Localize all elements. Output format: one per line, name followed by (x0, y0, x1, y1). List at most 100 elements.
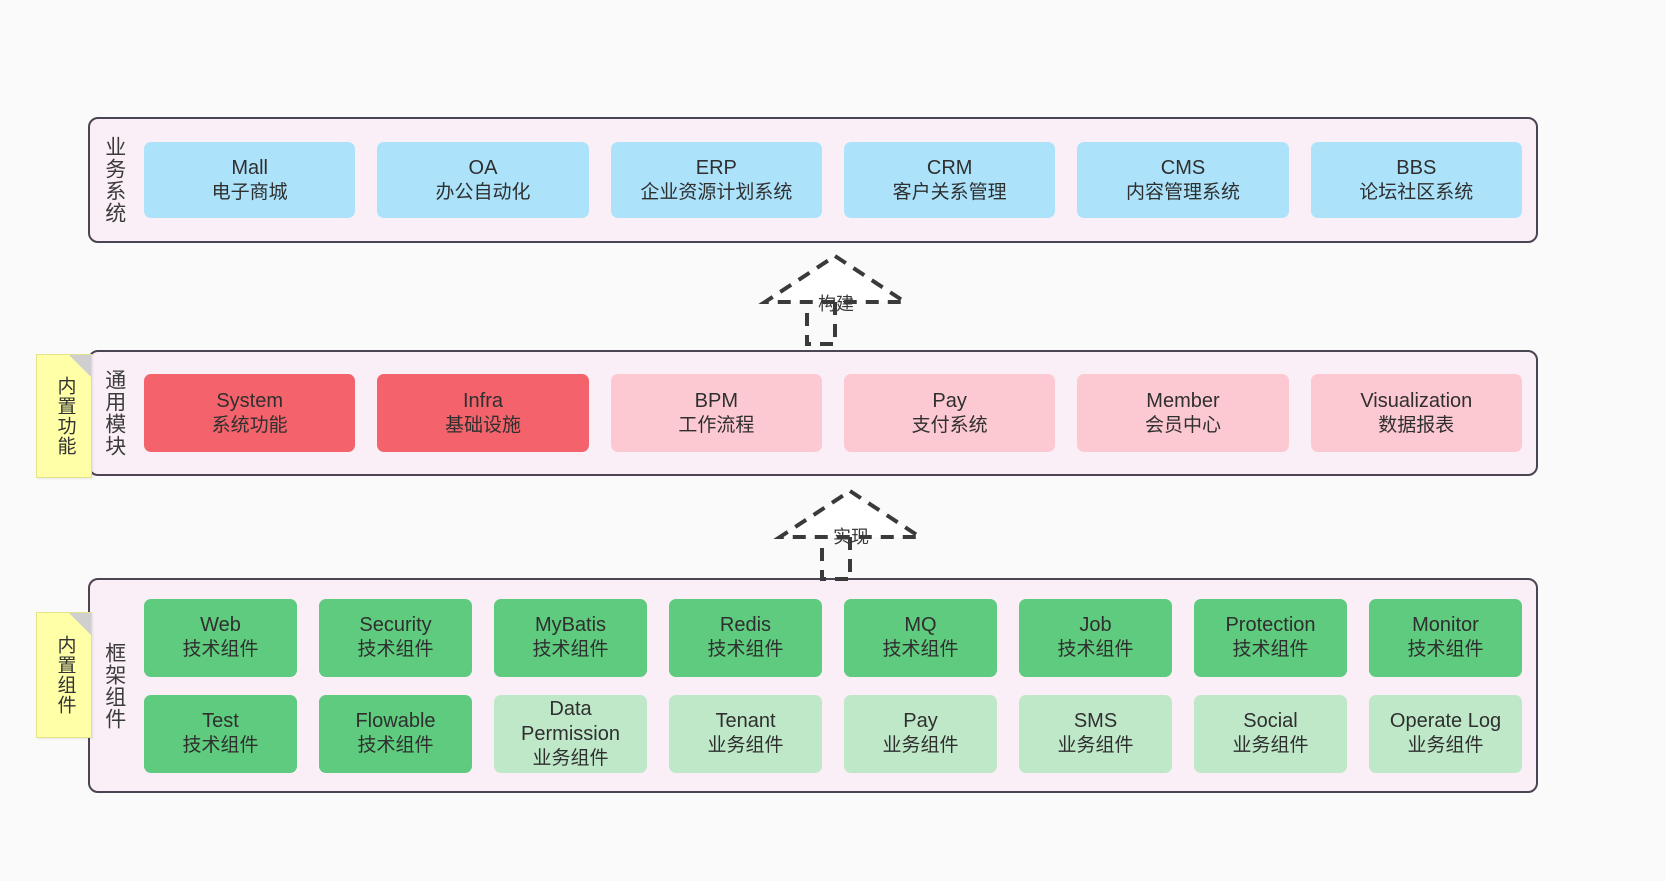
node-cn-label: 支付系统 (911, 414, 988, 436)
node-system[interactable]: System 系统功能 (144, 374, 356, 452)
node-protection[interactable]: Protection 技术组件 (1194, 598, 1347, 677)
node-en-label: Protection (1225, 614, 1316, 637)
node-job[interactable]: Job 技术组件 (1019, 598, 1172, 677)
node-en-label: Pay (932, 389, 967, 412)
node-en-label: Tenant (715, 710, 776, 733)
node-cn-label: 内容管理系统 (1125, 181, 1240, 203)
node-erp[interactable]: ERP 企业资源计划系统 (610, 142, 822, 218)
node-social[interactable]: Social 业务组件 (1194, 694, 1347, 773)
node-sms[interactable]: SMS 业务组件 (1019, 694, 1172, 773)
node-bpm[interactable]: BPM 工作流程 (610, 374, 822, 452)
node-cn-label: 工作流程 (678, 414, 755, 436)
node-en-label: System (216, 389, 283, 412)
sticky-note-text: 内置功能 (54, 376, 76, 456)
node-cn-label: 技术组件 (357, 735, 434, 757)
node-cn-label: 业务组件 (1232, 735, 1309, 757)
node-pay-business[interactable]: Pay 业务组件 (844, 694, 997, 773)
node-mybatis[interactable]: MyBatis 技术组件 (494, 598, 647, 677)
node-en-label: Redis (719, 614, 772, 637)
node-data-permission[interactable]: Data Permission 业务组件 (494, 694, 647, 773)
node-visualization[interactable]: Visualization 数据报表 (1310, 374, 1522, 452)
node-en-label: Data Permission (521, 697, 620, 745)
node-cn-label: 技术组件 (532, 639, 609, 661)
node-en-label: BPM (694, 389, 738, 412)
node-mq[interactable]: MQ 技术组件 (844, 598, 997, 677)
node-row: Test 技术组件 Flowable 技术组件 Data Permission … (144, 694, 1522, 773)
node-cn-label: 业务组件 (882, 735, 959, 757)
node-en-label: Operate Log (1389, 710, 1502, 733)
node-monitor[interactable]: Monitor 技术组件 (1369, 598, 1522, 677)
page-fold-icon (69, 355, 91, 377)
node-en-label: Flowable (355, 710, 436, 733)
node-row: Mall 电子商城 OA 办公自动化 ERP 企业资源计划系统 CRM 客户关系… (144, 142, 1522, 218)
node-operate-log[interactable]: Operate Log 业务组件 (1369, 694, 1522, 773)
node-cn-label: 技术组件 (357, 639, 434, 661)
node-cn-label: 企业资源计划系统 (640, 181, 793, 203)
node-infra[interactable]: Infra 基础设施 (377, 374, 589, 452)
connector-implement-label: 实现 (833, 527, 869, 547)
node-en-label: SMS (1073, 710, 1118, 733)
node-cn-label: 业务组件 (1057, 735, 1134, 757)
node-cn-label: 技术组件 (882, 639, 959, 661)
node-en-label: Infra (462, 389, 503, 412)
node-cn-label: 电子商城 (211, 181, 288, 203)
node-cn-label: 技术组件 (182, 639, 259, 661)
layer-body-framework: Web 技术组件 Security 技术组件 MyBatis 技术组件 Redi… (138, 580, 1536, 791)
layer-common-modules: 通用模块 System 系统功能 Infra 基础设施 BPM 工作流程 Pay… (88, 350, 1538, 476)
node-cn-label: 技术组件 (1057, 639, 1134, 661)
node-en-label: Web (200, 614, 241, 637)
node-cn-label: 技术组件 (1232, 639, 1309, 661)
node-tenant[interactable]: Tenant 业务组件 (669, 694, 822, 773)
node-cn-label: 论坛社区系统 (1359, 181, 1474, 203)
connector-build-label: 构建 (818, 294, 854, 314)
layer-business-systems: 业务系统 Mall 电子商城 OA 办公自动化 ERP 企业资源计划系统 CRM… (88, 117, 1538, 243)
node-oa[interactable]: OA 办公自动化 (377, 142, 589, 218)
node-mall[interactable]: Mall 电子商城 (144, 142, 356, 218)
node-en-label: Visualization (1360, 389, 1473, 412)
node-cms[interactable]: CMS 内容管理系统 (1077, 142, 1289, 218)
node-pay[interactable]: Pay 支付系统 (843, 374, 1056, 452)
node-cn-label: 业务组件 (532, 747, 609, 769)
connector-build-arrow-icon (758, 253, 912, 346)
sticky-note-builtin-components: 内置组件 (36, 612, 92, 738)
node-en-label: OA (468, 156, 498, 179)
node-en-label: Job (1079, 614, 1112, 637)
node-member[interactable]: Member 会员中心 (1077, 374, 1289, 452)
node-en-label: Security (359, 614, 432, 637)
node-flowable[interactable]: Flowable 技术组件 (319, 694, 472, 773)
sticky-note-text: 内置组件 (54, 635, 76, 715)
node-cn-label: 基础设施 (444, 414, 521, 436)
node-en-label: CRM (926, 156, 973, 179)
page-fold-icon (69, 613, 91, 635)
node-bbs[interactable]: BBS 论坛社区系统 (1310, 142, 1522, 218)
node-web[interactable]: Web 技术组件 (144, 598, 297, 677)
layer-title-business: 业务系统 (102, 136, 126, 224)
node-en-label: Pay (903, 710, 938, 733)
node-crm[interactable]: CRM 客户关系管理 (843, 142, 1056, 218)
node-en-label: MQ (904, 614, 937, 637)
node-cn-label: 办公自动化 (435, 181, 531, 203)
node-cn-label: 技术组件 (1407, 639, 1484, 661)
node-en-label: BBS (1396, 156, 1437, 179)
node-en-label: Monitor (1412, 614, 1479, 637)
node-en-label: Member (1146, 389, 1220, 412)
node-cn-label: 客户关系管理 (892, 181, 1007, 203)
node-redis[interactable]: Redis 技术组件 (669, 598, 822, 677)
node-en-label: MyBatis (534, 614, 607, 637)
node-cn-label: 数据报表 (1378, 414, 1455, 436)
node-security[interactable]: Security 技术组件 (319, 598, 472, 677)
node-cn-label: 会员中心 (1144, 414, 1221, 436)
layer-framework-components: 框架组件 Web 技术组件 Security 技术组件 MyBatis 技术组件… (88, 578, 1538, 793)
node-en-label: CMS (1160, 156, 1206, 179)
node-row: System 系统功能 Infra 基础设施 BPM 工作流程 Pay 支付系统… (144, 374, 1522, 452)
connector-implement-arrow-icon (773, 488, 927, 581)
node-cn-label: 业务组件 (1407, 735, 1484, 757)
node-test[interactable]: Test 技术组件 (144, 694, 297, 773)
node-row: Web 技术组件 Security 技术组件 MyBatis 技术组件 Redi… (144, 598, 1522, 677)
sticky-note-builtin-features: 内置功能 (36, 354, 92, 478)
node-cn-label: 系统功能 (211, 414, 288, 436)
node-en-label: Mall (231, 156, 268, 179)
node-en-label: Test (202, 710, 239, 733)
layer-body-business: Mall 电子商城 OA 办公自动化 ERP 企业资源计划系统 CRM 客户关系… (138, 119, 1536, 241)
